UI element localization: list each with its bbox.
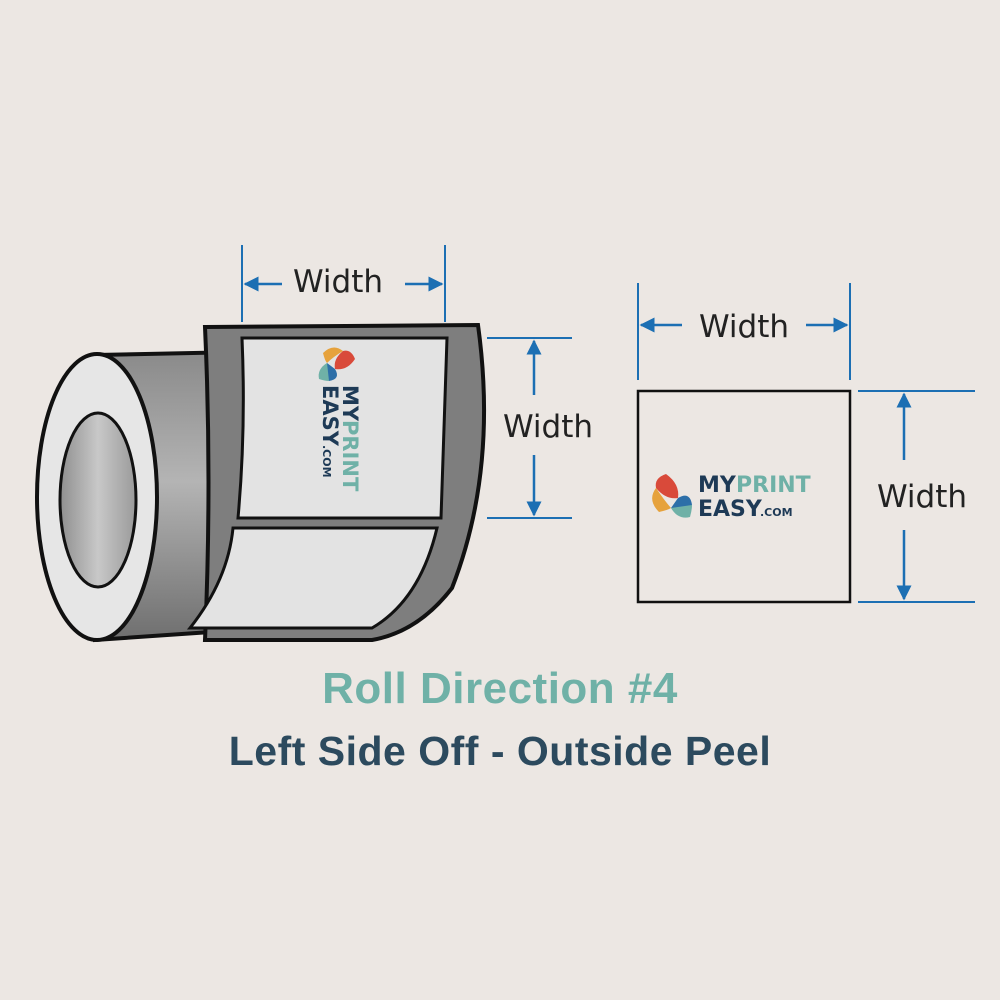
label-logo-mark-icon bbox=[652, 474, 692, 518]
roll-direction-title: Roll Direction #4 bbox=[322, 664, 678, 713]
roll-top-width-label: Width bbox=[293, 264, 383, 300]
single-label bbox=[636, 389, 852, 604]
roll-logo: MY PRINT EASY .COM bbox=[318, 347, 362, 492]
label-logo-com: .COM bbox=[760, 506, 793, 519]
roll-top-width-dimension: Width bbox=[241, 245, 446, 322]
roll-direction-subtitle: Left Side Off - Outside Peel bbox=[228, 728, 772, 774]
roll-logo-my: MY bbox=[338, 385, 362, 422]
roll-right-width-label: Width bbox=[503, 409, 593, 445]
label-top-width-label: Width bbox=[699, 309, 789, 345]
roll-logo-com: .COM bbox=[320, 445, 333, 478]
roll-right-width-dimension: Width bbox=[487, 337, 593, 519]
roll-logo-mark-icon bbox=[318, 347, 355, 381]
label-roll-illustration: MY PRINT EASY .COM Width Width bbox=[35, 245, 593, 643]
label-right-width-dimension: Width bbox=[858, 390, 975, 603]
roll-label-curved bbox=[186, 526, 439, 630]
roll-logo-print: PRINT bbox=[338, 420, 362, 492]
single-label-illustration: MY PRINT EASY .COM Width Width bbox=[636, 283, 975, 604]
label-logo-print: PRINT bbox=[736, 473, 811, 498]
label-logo: MY PRINT EASY .COM bbox=[652, 473, 811, 522]
label-right-width-label: Width bbox=[877, 479, 967, 515]
roll-label-front bbox=[236, 336, 449, 520]
roll-logo-easy: EASY bbox=[318, 385, 342, 447]
label-logo-my: MY bbox=[698, 473, 737, 498]
roll-core-hole bbox=[58, 411, 138, 589]
label-logo-easy: EASY bbox=[698, 497, 763, 522]
label-top-width-dimension: Width bbox=[637, 283, 851, 380]
